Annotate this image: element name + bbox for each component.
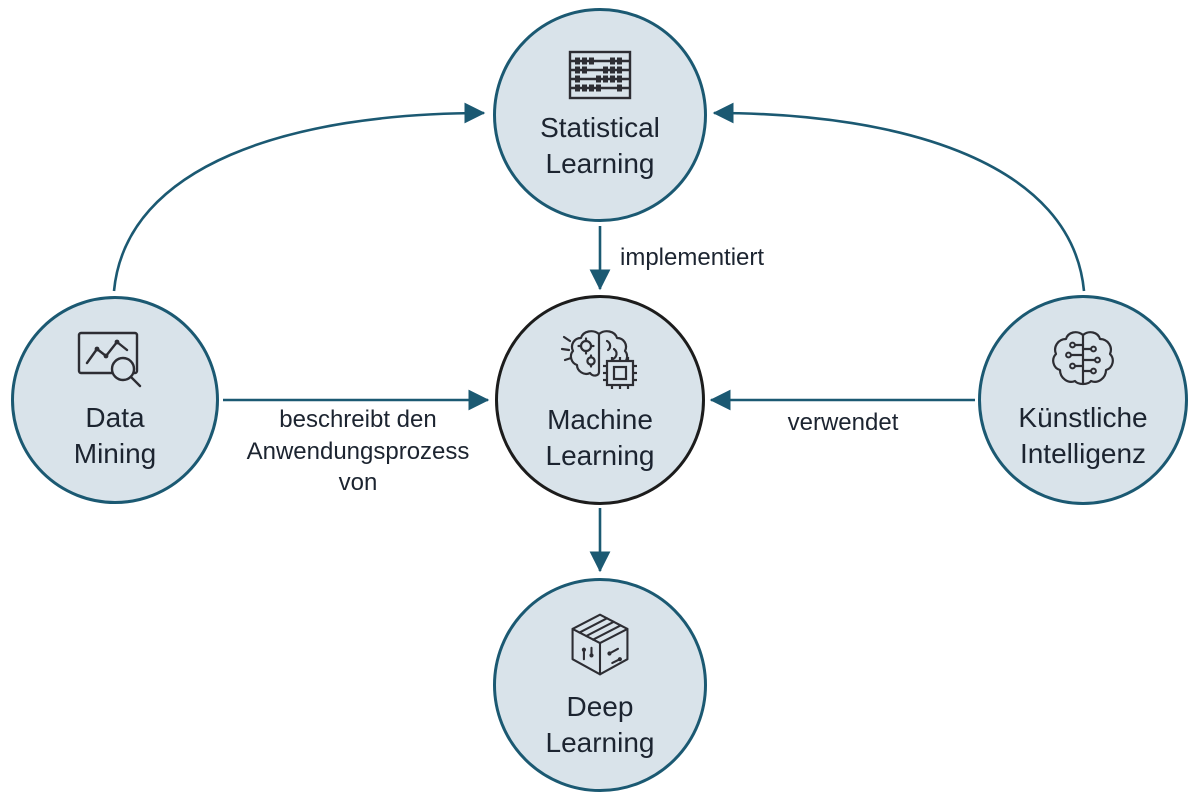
label-line: Statistical bbox=[540, 111, 660, 143]
deep-learning-cube-icon bbox=[564, 610, 636, 680]
edge-label-line: Anwendungsprozess bbox=[246, 437, 470, 465]
edge-label-line: beschreibt den bbox=[279, 406, 437, 433]
edge-label-implementiert: implementiert bbox=[620, 244, 765, 271]
node-statistical-learning: Statistical Learning bbox=[493, 8, 707, 222]
node-machine-learning: Machine Learning bbox=[495, 295, 705, 505]
node-label-statistical-learning: Statistical Learning bbox=[540, 110, 660, 182]
label-line: Künstliche bbox=[1018, 401, 1148, 433]
ai-brain-circuit-icon bbox=[1047, 329, 1119, 391]
node-data-mining: Data Mining bbox=[11, 296, 219, 504]
node-label-machine-learning: Machine Learning bbox=[546, 402, 655, 474]
label-line: Learning bbox=[545, 726, 655, 758]
edge-label-line: von bbox=[338, 469, 378, 497]
label-line: Data bbox=[85, 401, 145, 433]
arrow-data-mining-to-statistical-learning bbox=[112, 102, 486, 292]
arrow-ki-to-statistical-learning bbox=[712, 102, 1086, 292]
label-line: Learning bbox=[545, 147, 655, 179]
abacus-icon bbox=[567, 49, 633, 101]
edge-label-beschreibt-den-anwendungsprozess-von: beschreibt den Anwendungsprozess von bbox=[212, 404, 504, 499]
edge-label-verwendet: verwendet bbox=[787, 409, 899, 436]
data-mining-icon bbox=[76, 329, 154, 391]
node-deep-learning: Deep Learning bbox=[493, 578, 707, 792]
label-line: Deep bbox=[566, 690, 634, 722]
label-line: Machine bbox=[547, 403, 653, 435]
label-line: Intelligenz bbox=[1019, 437, 1147, 469]
node-label-kuenstliche-intelligenz: Künstliche Intelligenz bbox=[1018, 400, 1147, 472]
node-kuenstliche-intelligenz: Künstliche Intelligenz bbox=[978, 295, 1188, 505]
brain-chip-icon bbox=[558, 327, 642, 393]
label-line: Mining bbox=[73, 437, 157, 469]
label-line: Learning bbox=[545, 439, 655, 471]
node-label-deep-learning: Deep Learning bbox=[546, 689, 655, 761]
node-label-data-mining: Data Mining bbox=[74, 400, 156, 472]
